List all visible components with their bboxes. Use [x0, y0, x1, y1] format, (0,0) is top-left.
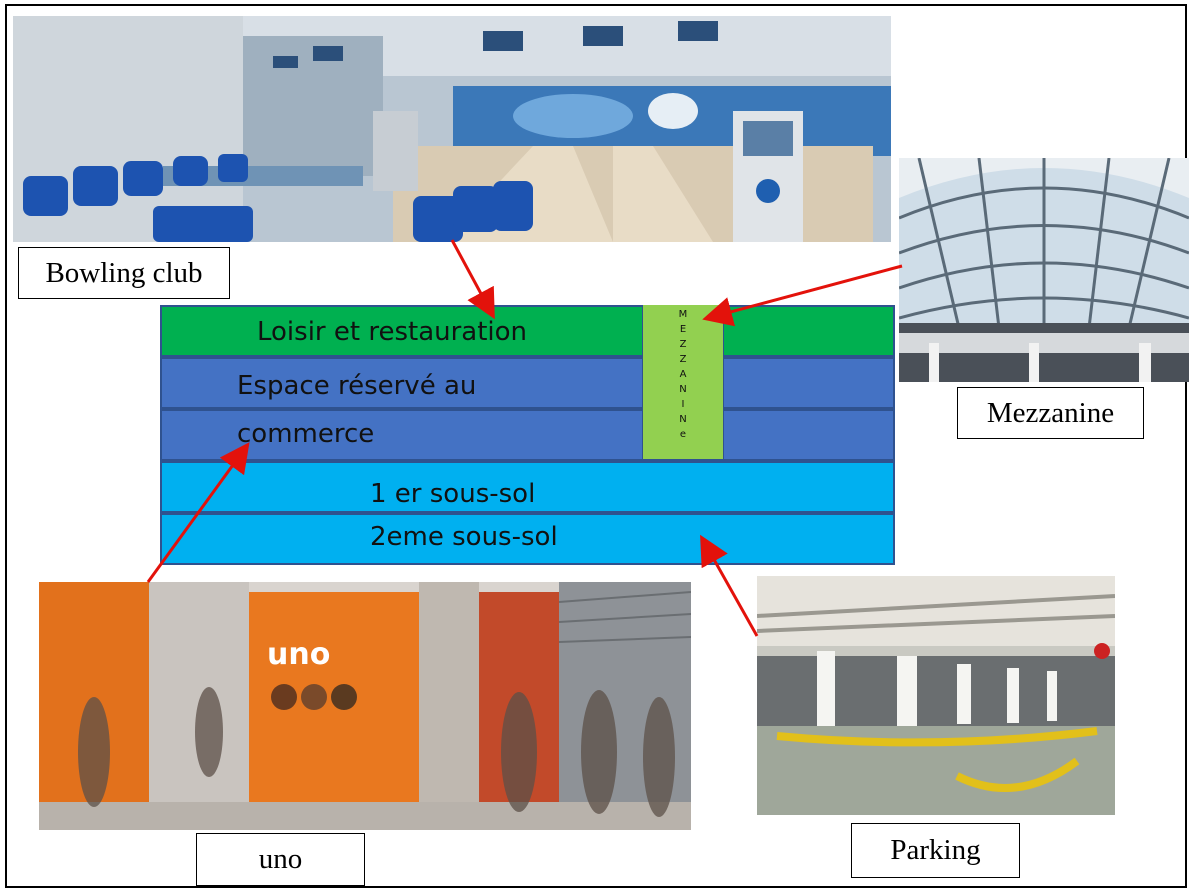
loisir-label: Loisir et restauration — [257, 317, 528, 347]
floor-commerce-upper — [160, 357, 895, 409]
bowling-club-caption: Bowling club — [18, 247, 230, 299]
mezzanine-letter: Z — [679, 339, 687, 350]
floor-sous-sol-1 — [160, 461, 895, 513]
mezzanine-letter: E — [679, 324, 687, 335]
mezzanine-photo — [899, 158, 1189, 382]
commerce-label-line1: Espace réservé au — [237, 371, 477, 401]
mezzanine-letter: N — [679, 384, 687, 395]
commerce-label-line2: commerce — [237, 419, 375, 449]
mezzanine-column: M E Z Z A N I N e — [642, 305, 724, 459]
mezzanine-caption: Mezzanine — [957, 387, 1144, 439]
sous-sol-2-label: 2eme sous-sol — [370, 522, 558, 552]
floor-sous-sol-2 — [160, 513, 895, 565]
bowling-club-photo — [13, 16, 891, 242]
floor-diagram: Loisir et restauration Espace réservé au… — [160, 305, 895, 565]
parking-photo — [757, 576, 1115, 815]
floor-commerce-lower — [160, 409, 895, 461]
uno-photo: uno — [39, 582, 691, 830]
mezzanine-letter: Z — [679, 354, 687, 365]
mezzanine-letter: N — [679, 414, 687, 425]
mezzanine-letter: e — [679, 429, 687, 440]
parking-caption: Parking — [851, 823, 1020, 878]
sous-sol-1-label: 1 er sous-sol — [370, 479, 536, 509]
uno-logo: uno — [267, 637, 331, 672]
mezzanine-letter: M — [678, 309, 688, 320]
mezzanine-letter: I — [681, 399, 685, 410]
uno-caption: uno — [196, 833, 365, 886]
mezzanine-letter: A — [679, 369, 687, 380]
